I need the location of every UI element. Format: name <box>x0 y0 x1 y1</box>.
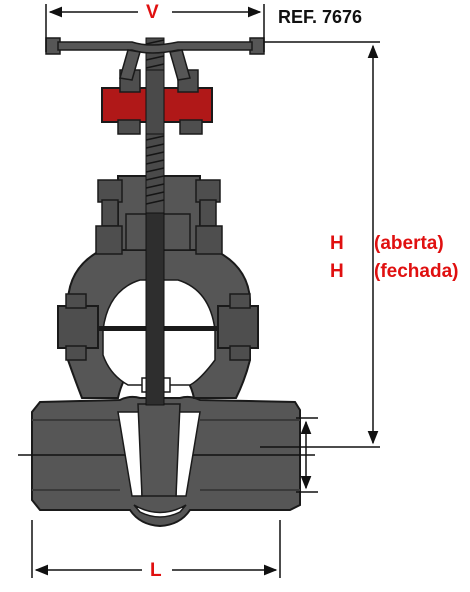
dimension-h-label-open: H <box>330 233 344 254</box>
dimension-l-label: L <box>150 560 162 581</box>
dimension-h-state-open: (aberta) <box>374 233 444 254</box>
gland-flange-icon <box>101 69 213 135</box>
bonnet <box>57 175 259 399</box>
dimension-lines <box>31 4 380 578</box>
handwheel-icon <box>45 37 265 81</box>
dimension-v-label: V <box>146 2 159 23</box>
dimension-h-state-closed: (fechada) <box>374 261 459 282</box>
bonnet-bolt-icon <box>65 293 87 309</box>
reference-code: REF. 7676 <box>278 7 363 27</box>
dimension-h-label-closed: H <box>330 261 344 282</box>
